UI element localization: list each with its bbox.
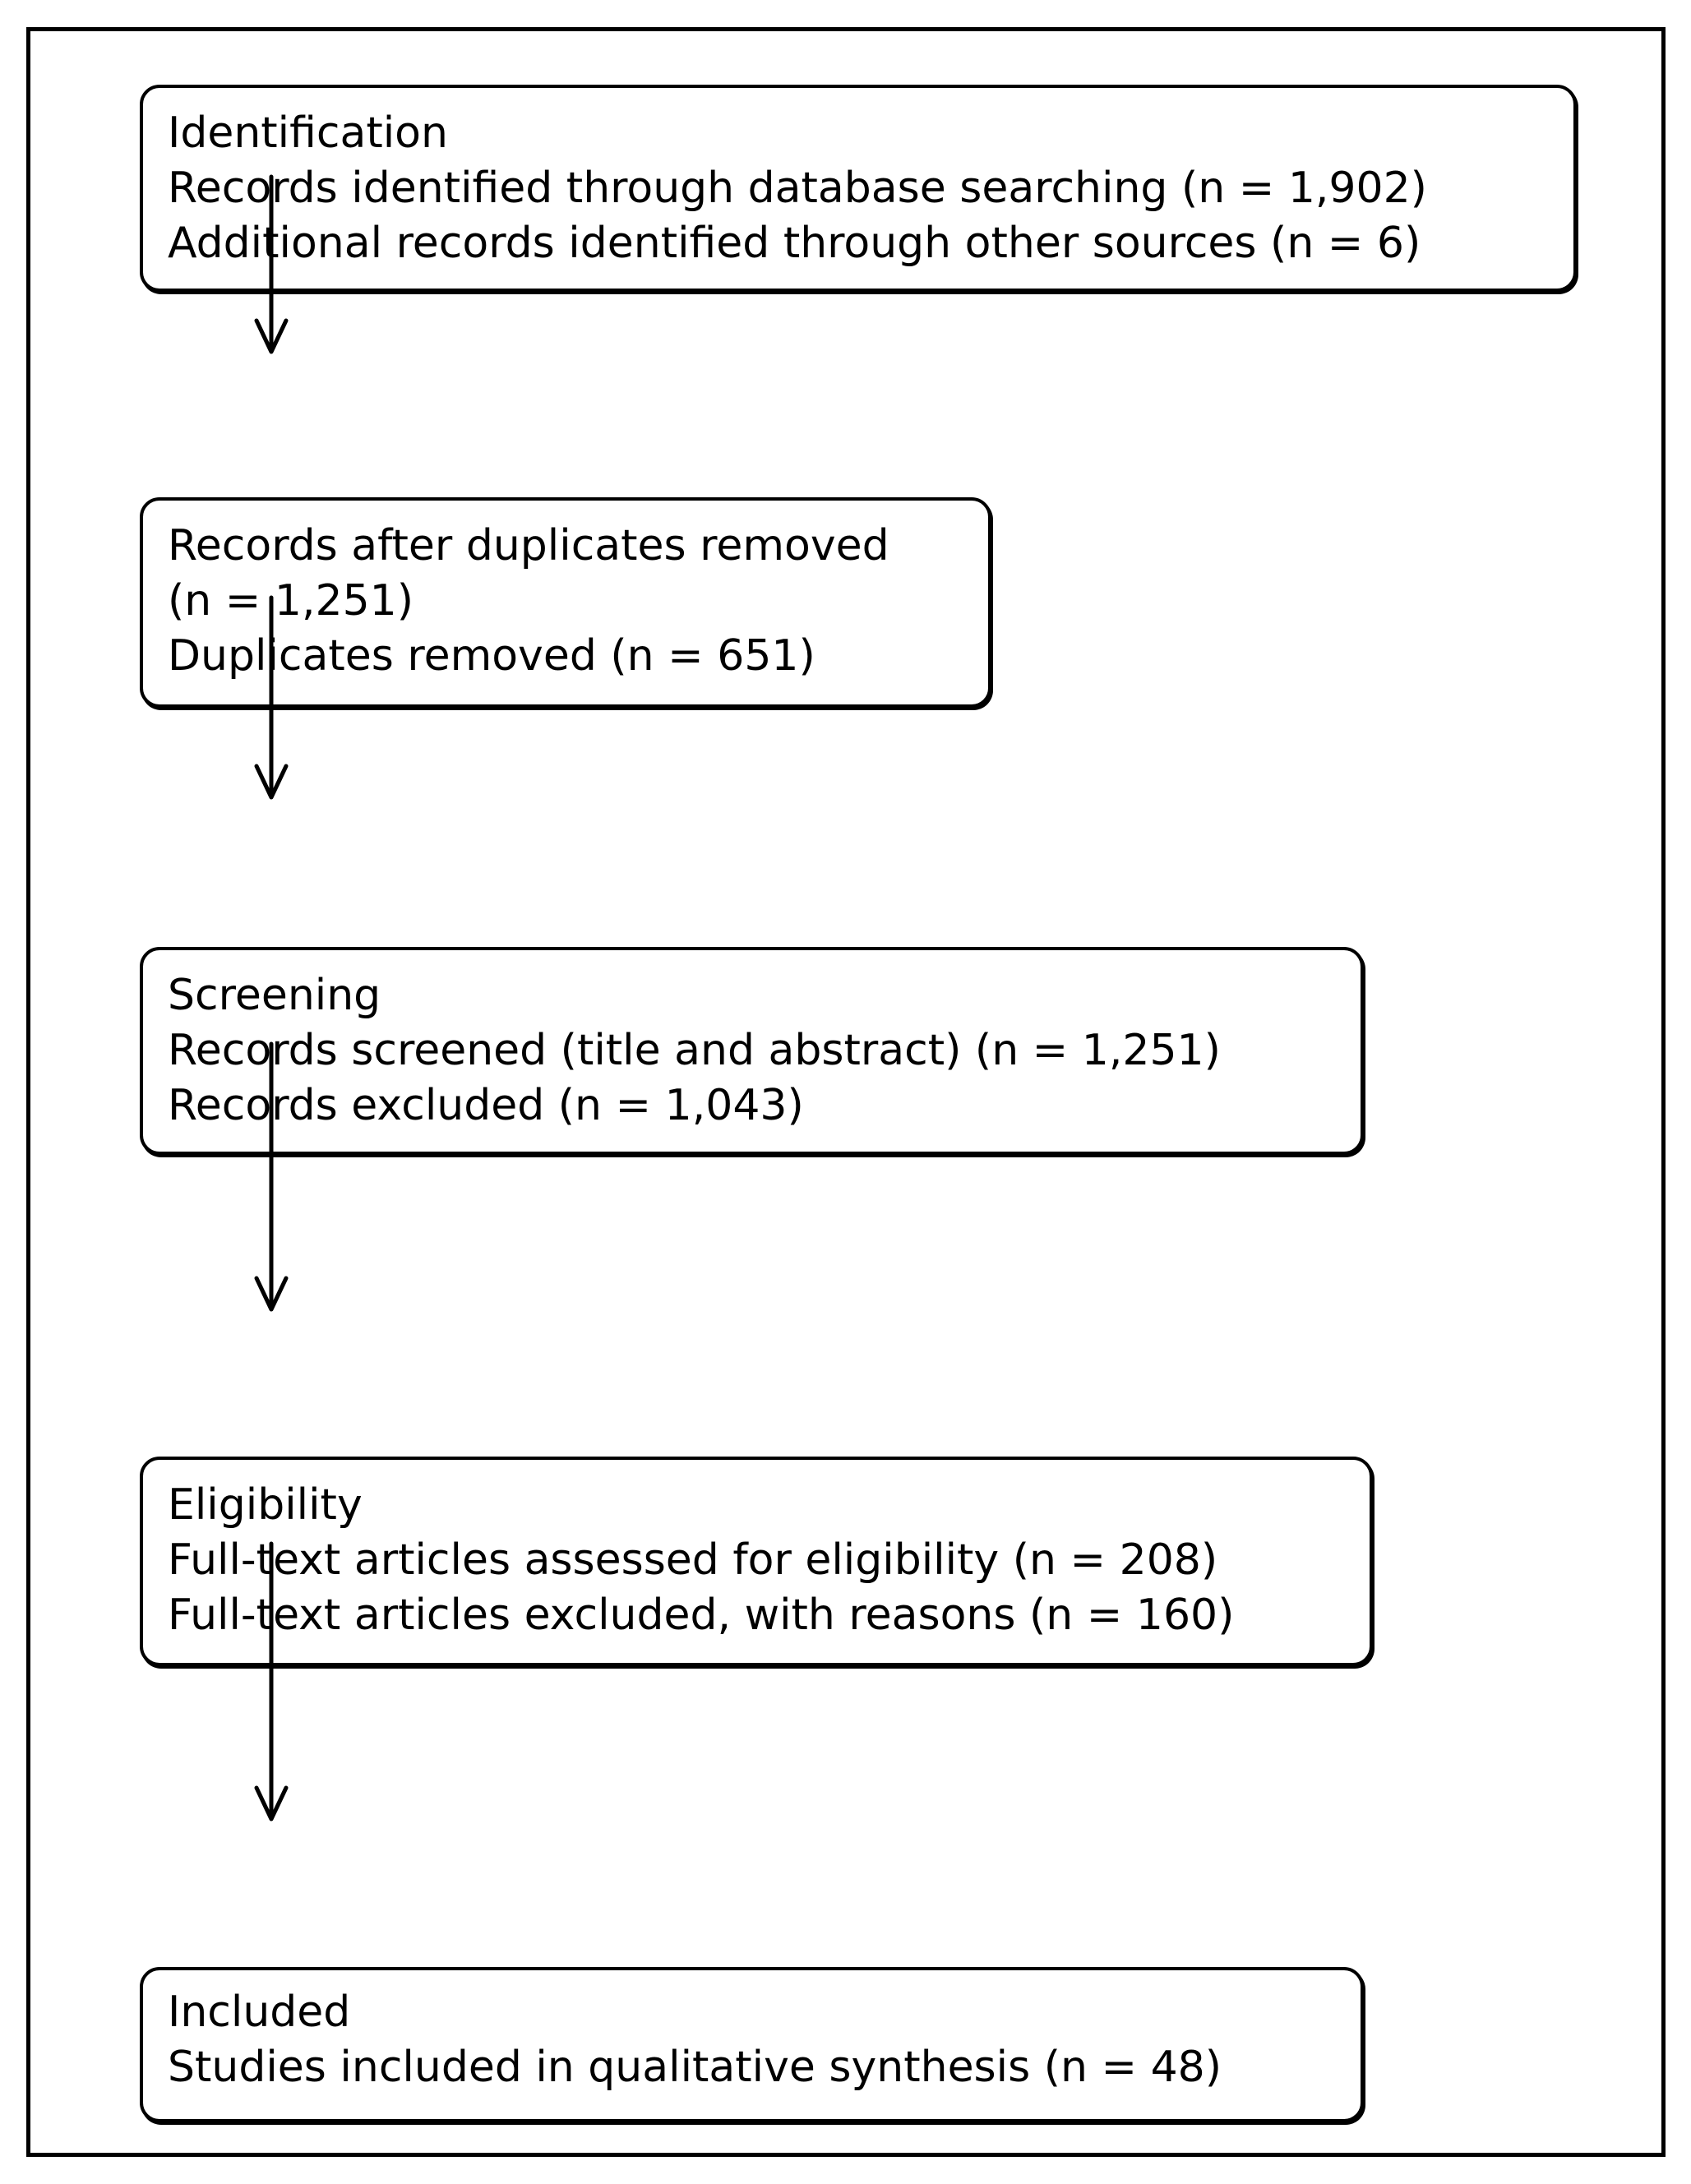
box-line: Full-text articles assessed for eligibil… xyxy=(168,1535,1218,1585)
box-line: Records screened (title and abstract) (n… xyxy=(168,1026,1221,1075)
box-heading: Screening xyxy=(168,971,381,1020)
flow-box-eligibility: Eligibility Full-text articles assessed … xyxy=(140,1457,1373,1666)
box-line: Studies included in qualitative synthesi… xyxy=(168,2043,1222,2092)
box-line: Full-text articles excluded, with reason… xyxy=(168,1591,1235,1640)
flow-box-duplicates-removed: Records after duplicates removed (n = 1,… xyxy=(140,497,991,708)
box-line: (n = 1,251) xyxy=(168,576,414,626)
box-line: Duplicates removed (n = 651) xyxy=(168,631,815,681)
box-heading: Identification xyxy=(168,109,448,158)
box-line: Records identified through database sear… xyxy=(168,164,1427,213)
flow-box-identification: Identification Records identified throug… xyxy=(140,85,1577,292)
box-line: Records excluded (n = 1,043) xyxy=(168,1081,804,1130)
diagram-frame xyxy=(26,27,1666,2157)
box-line: Additional records identified through ot… xyxy=(168,219,1421,268)
box-heading: Eligibility xyxy=(168,1480,363,1530)
flow-box-included: Included Studies included in qualitative… xyxy=(140,1967,1364,2122)
box-line: Records after duplicates removed xyxy=(168,521,889,570)
box-heading: Included xyxy=(168,1988,351,2037)
flow-box-screening: Screening Records screened (title and ab… xyxy=(140,947,1364,1155)
